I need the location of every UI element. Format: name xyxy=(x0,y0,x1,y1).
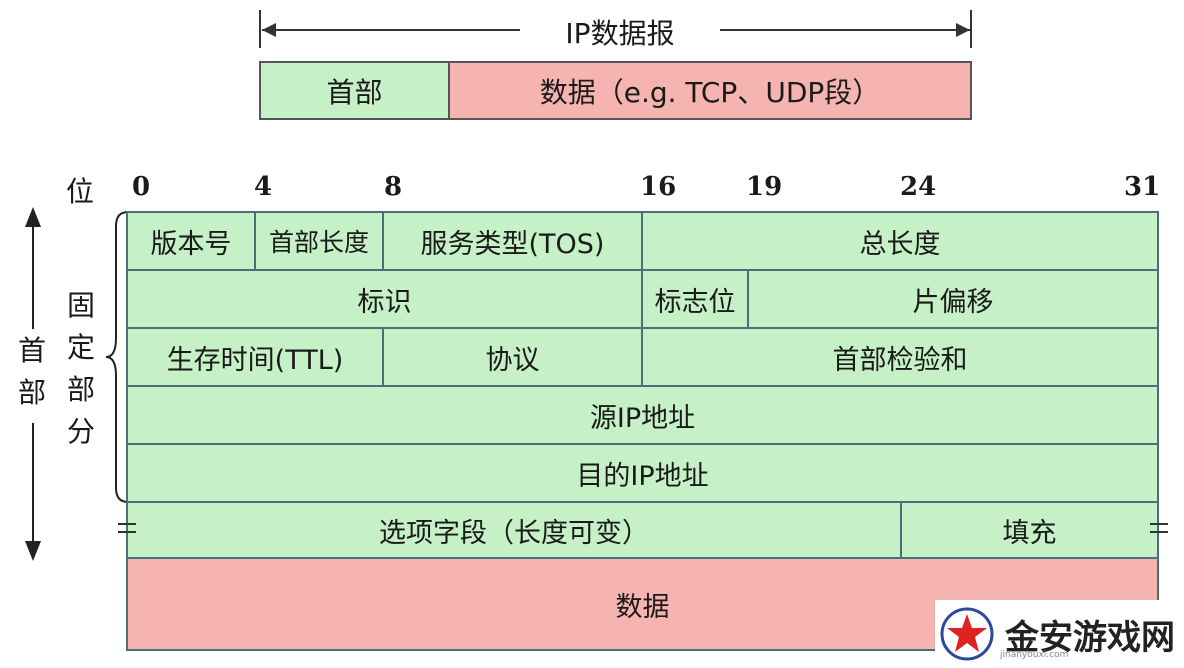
field-options: 选项字段（长度可变） xyxy=(126,501,902,559)
datagram-left-tick xyxy=(259,10,261,48)
field-identification: 标识 xyxy=(126,269,643,329)
field-identification-label: 标识 xyxy=(357,286,412,318)
field-padding-label: 填充 xyxy=(1002,517,1057,549)
field-header-length: 首部长度 xyxy=(254,211,384,271)
field-version-label: 版本号 xyxy=(150,228,232,260)
field-tos: 服务类型(TOS) xyxy=(382,211,643,271)
field-data-label: 数据 xyxy=(615,591,670,623)
datagram-right-tick xyxy=(970,10,972,48)
watermark-text: 金安游戏网 xyxy=(1005,617,1175,658)
datagram-title: IP数据报 xyxy=(520,12,720,52)
header-vertical-char: 部 xyxy=(17,376,46,409)
field-header-length-label: 首部长度 xyxy=(268,228,369,257)
fixed-part-label: 固 定 部 分 xyxy=(64,285,98,453)
fixed-part-char: 部 xyxy=(66,373,95,406)
field-tos-label: 服务类型(TOS) xyxy=(420,228,605,260)
variable-length-break-right-icon xyxy=(1150,523,1168,533)
bit-word-label: 位 xyxy=(66,175,95,208)
bit-label-31: 31 xyxy=(1124,172,1161,202)
header-span-arrow xyxy=(25,207,41,561)
field-dest-ip: 目的IP地址 xyxy=(126,443,1159,503)
variable-length-break-left-icon xyxy=(118,523,136,533)
field-total-length-label: 总长度 xyxy=(859,228,941,260)
field-fragment-offset-label: 片偏移 xyxy=(912,286,994,318)
datagram-data-box: 数据（e.g. TCP、UDP段） xyxy=(448,61,972,120)
watermark: 金安游戏网 xyxy=(935,600,1184,668)
field-flags: 标志位 xyxy=(641,269,749,329)
field-fragment-offset: 片偏移 xyxy=(747,269,1159,329)
fixed-part-char: 固 xyxy=(66,289,95,322)
field-header-checksum: 首部检验和 xyxy=(641,327,1159,387)
field-protocol-label: 协议 xyxy=(485,344,540,376)
arrow-left-icon xyxy=(262,23,276,37)
bit-label-4: 4 xyxy=(254,172,273,202)
bit-label-19: 19 xyxy=(746,172,783,202)
bit-label-8: 8 xyxy=(384,172,403,202)
field-protocol: 协议 xyxy=(382,327,643,387)
bit-label-0: 0 xyxy=(132,172,151,202)
field-source-ip: 源IP地址 xyxy=(126,385,1159,445)
field-ttl-label: 生存时间(TTL) xyxy=(166,344,344,376)
arrow-right-icon xyxy=(956,23,970,37)
header-vertical-label: 首 部 xyxy=(15,330,49,414)
watermark-subtext: jinanyouxi.com xyxy=(1000,650,1069,660)
field-padding: 填充 xyxy=(900,501,1159,559)
watermark-logo-icon xyxy=(940,607,994,661)
field-ttl: 生存时间(TTL) xyxy=(126,327,384,387)
field-total-length: 总长度 xyxy=(641,211,1159,271)
field-header-checksum-label: 首部检验和 xyxy=(832,344,968,376)
header-vertical-char: 首 xyxy=(17,334,46,367)
datagram-data-label: 数据（e.g. TCP、UDP段） xyxy=(539,75,881,109)
fixed-part-brace xyxy=(105,211,129,503)
field-flags-label: 标志位 xyxy=(654,286,736,318)
field-dest-ip-label: 目的IP地址 xyxy=(576,460,709,492)
field-version: 版本号 xyxy=(126,211,256,271)
bit-label-24: 24 xyxy=(900,172,937,202)
datagram-header-label: 首部 xyxy=(326,75,383,109)
field-options-label: 选项字段（长度可变） xyxy=(379,517,649,549)
bit-label-16: 16 xyxy=(640,172,677,202)
fixed-part-char: 定 xyxy=(66,331,95,364)
field-source-ip-label: 源IP地址 xyxy=(589,402,696,434)
fixed-part-char: 分 xyxy=(66,415,95,448)
datagram-header-box: 首部 xyxy=(259,61,450,120)
